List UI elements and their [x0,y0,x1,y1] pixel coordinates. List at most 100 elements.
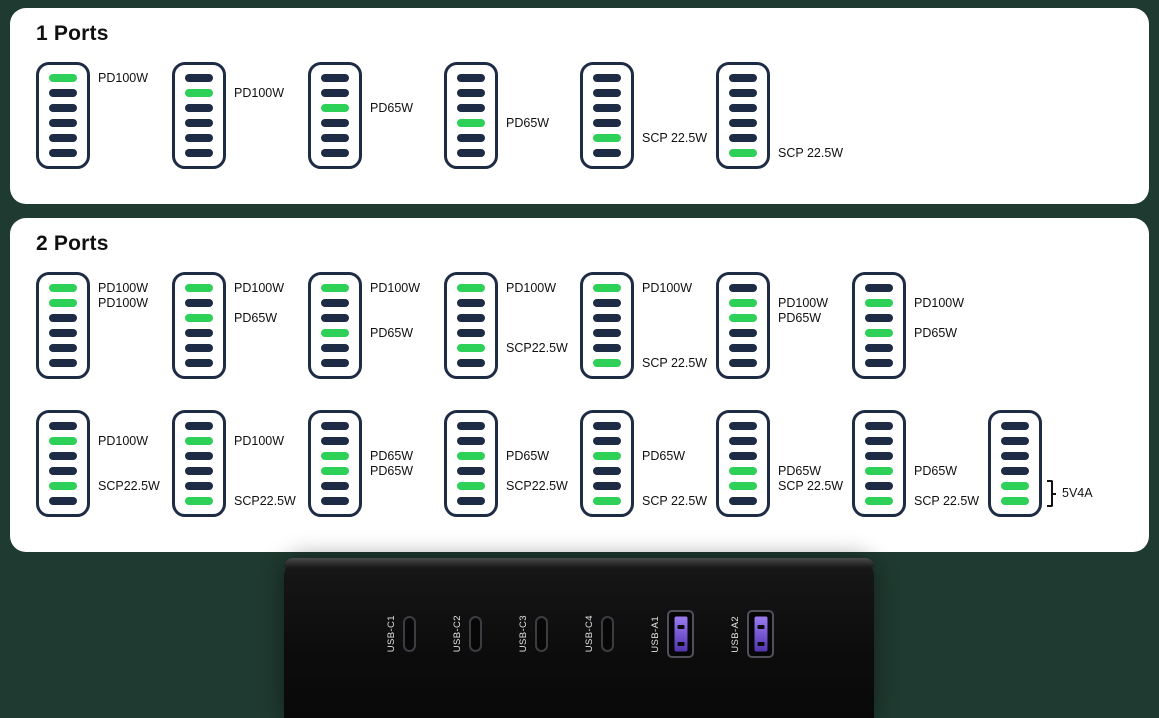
power-label: SCP 22.5W [642,356,708,370]
port-bar-active [321,284,349,292]
power-label: 5V4A [1062,485,1093,500]
device-port-label: USB-A1 [650,615,661,653]
device-port-usb-a2: USB-A2 [730,610,774,658]
port-bar-inactive [729,497,757,505]
port-bar-inactive [457,299,485,307]
port-bar-active [185,437,213,445]
power-label: SCP 22.5W [778,479,844,493]
port-bar-active [593,284,621,292]
port-bar-inactive [865,344,893,352]
port-bar-inactive [185,422,213,430]
port-bar-active [865,329,893,337]
port-bar-inactive [185,344,213,352]
port-bar-inactive [593,482,621,490]
port-bar-inactive [49,467,77,475]
port-bar-active [729,467,757,475]
port-bar-active [457,452,485,460]
port-bar-inactive [729,134,757,142]
device-port-label: USB-A2 [730,615,741,653]
power-label: PD100W [506,281,557,295]
port-combo-diagram: PD65W [444,62,580,174]
port-bar-inactive [593,314,621,322]
port-bar-inactive [593,437,621,445]
port-bar-inactive [729,359,757,367]
charger-top-edge [284,558,874,567]
power-label: PD65W [914,326,958,340]
power-label: PD65W [778,464,822,478]
power-label: PD100W [914,296,965,310]
port-bar-inactive [729,89,757,97]
power-label: SCP22.5W [506,479,568,493]
port-bar-inactive [1001,422,1029,430]
ports-indicator [852,272,906,379]
port-bar-inactive [321,299,349,307]
port-bar-inactive [593,344,621,352]
port-bar-inactive [593,467,621,475]
ports-indicator [580,62,634,169]
power-label: PD65W [370,326,414,340]
port-bar-inactive [593,74,621,82]
port-bar-inactive [49,104,77,112]
port-bar-inactive [185,359,213,367]
port-bar-inactive [321,89,349,97]
port-bar-active [49,437,77,445]
port-bar-active [1001,497,1029,505]
port-bar-inactive [457,314,485,322]
power-label: PD100W [778,296,829,310]
power-label: SCP22.5W [234,494,296,508]
port-bar-inactive [321,422,349,430]
ports-indicator [36,272,90,379]
port-bar-active [593,452,621,460]
port-bar-inactive [321,134,349,142]
power-label: PD65W [642,449,686,463]
port-bar-active [729,314,757,322]
power-label: SCP 22.5W [914,494,980,508]
port-bar-inactive [457,359,485,367]
power-label: PD65W [370,464,414,478]
port-bar-inactive [457,467,485,475]
device-port-label: USB-C3 [518,615,529,653]
port-bar-active [49,284,77,292]
device-port-usb-c1: USB-C1 [386,615,416,653]
port-bar-inactive [865,482,893,490]
group-bracket [1047,480,1056,507]
port-bar-active [321,467,349,475]
power-label: SCP22.5W [98,479,160,493]
port-bar-active [1001,482,1029,490]
port-bar-inactive [729,422,757,430]
port-bar-inactive [457,329,485,337]
port-combo-diagram: PD100W [36,62,172,174]
port-bar-inactive [865,314,893,322]
device-port-label: USB-C1 [386,615,397,653]
port-bar-inactive [49,422,77,430]
power-label: PD65W [506,449,550,463]
usb-c-port [469,616,482,652]
port-bar-active [49,482,77,490]
section-2-title: 2 Ports [36,232,109,255]
device-port-usb-a1: USB-A1 [650,610,694,658]
port-bar-active [865,497,893,505]
port-bar-active [49,74,77,82]
usb-c-port [601,616,614,652]
port-bar-inactive [865,359,893,367]
ports-indicator [308,410,362,517]
port-bar-inactive [321,119,349,127]
ports-indicator [444,272,498,379]
port-bar-active [593,134,621,142]
port-bar-inactive [457,422,485,430]
port-bar-inactive [49,344,77,352]
port-bar-inactive [185,104,213,112]
port-bar-inactive [49,89,77,97]
port-bar-inactive [185,329,213,337]
